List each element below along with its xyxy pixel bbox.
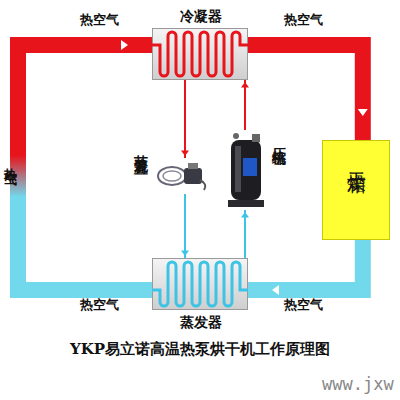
node-label: 蒸发器 (153, 314, 249, 332)
refrigerant-line (181, 80, 189, 158)
watermark: www.jxw (322, 374, 394, 394)
flow-label: 热空气 (80, 11, 119, 29)
flow-label: 热空气 (284, 296, 323, 314)
figure-caption: YKP易立诺高温热泵烘干机工作原理图 (0, 340, 400, 359)
flow-label: 热空气 (80, 296, 119, 314)
node-label: 干燥箱 (345, 157, 371, 163)
compressor-illustration (228, 133, 264, 207)
air-duct (248, 45, 368, 140)
evaporator-box: 蒸发器 (152, 258, 248, 310)
refrigerant-line (241, 80, 249, 130)
air-duct (248, 240, 363, 295)
flow-label: 热空气 (1, 158, 19, 164)
flow-label: 热空气 (284, 11, 323, 29)
dryer-box: 干燥箱 (322, 140, 390, 240)
refrigerant-line (241, 210, 249, 258)
node-label: 节流装置 (132, 144, 150, 152)
condenser-box: 冷凝器 (152, 28, 248, 80)
node-label: 冷凝器 (153, 8, 249, 26)
compressor: 压缩机 (226, 130, 264, 210)
node-label: 压缩机 (270, 136, 288, 142)
refrigerant-line (181, 194, 189, 258)
throttle-device: 节流装置 (158, 158, 210, 194)
throttle-valve-illustration (158, 163, 205, 190)
air-duct (18, 40, 152, 290)
